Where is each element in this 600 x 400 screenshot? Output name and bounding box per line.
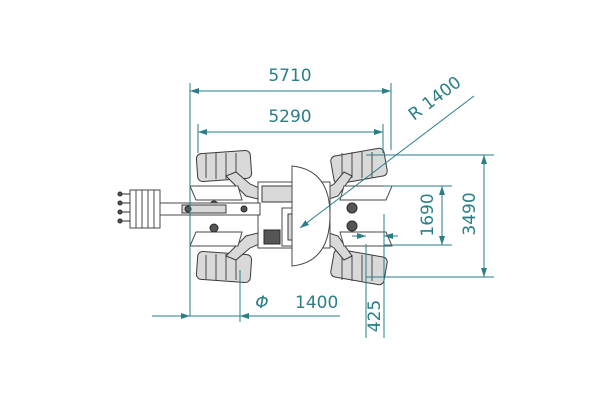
dim-label-offset: 425: [365, 300, 385, 332]
dimension-overall-width: 5710: [189, 66, 392, 316]
dim-label-turn-radius: R 1400: [405, 73, 465, 125]
boom-arm: [159, 202, 261, 216]
cab-dome: [291, 165, 331, 267]
dimension-offset: 425: [352, 214, 398, 338]
dim-label-hub-diameter: 1400: [295, 293, 338, 313]
dim-label-overall-height: 3490: [460, 192, 480, 235]
dimension-overall-height: 3490: [366, 154, 494, 278]
dim-label-wheelbase-width: 5290: [268, 107, 311, 127]
machine-top-view: [117, 147, 393, 286]
leg-linkages: [189, 171, 393, 261]
dimension-inner-height: 1690: [384, 185, 452, 246]
wheel-bottom-left: [195, 250, 253, 284]
dimension-hub-diameter: Φ 1400: [152, 270, 340, 322]
dim-label-overall-width: 5710: [268, 66, 311, 86]
bucket: [117, 189, 161, 229]
dim-symbol-diameter: Φ: [255, 293, 268, 313]
wheel-top-left: [195, 149, 253, 183]
dimension-wheelbase-width: 5290: [197, 107, 384, 153]
dim-label-inner-height: 1690: [418, 193, 438, 236]
